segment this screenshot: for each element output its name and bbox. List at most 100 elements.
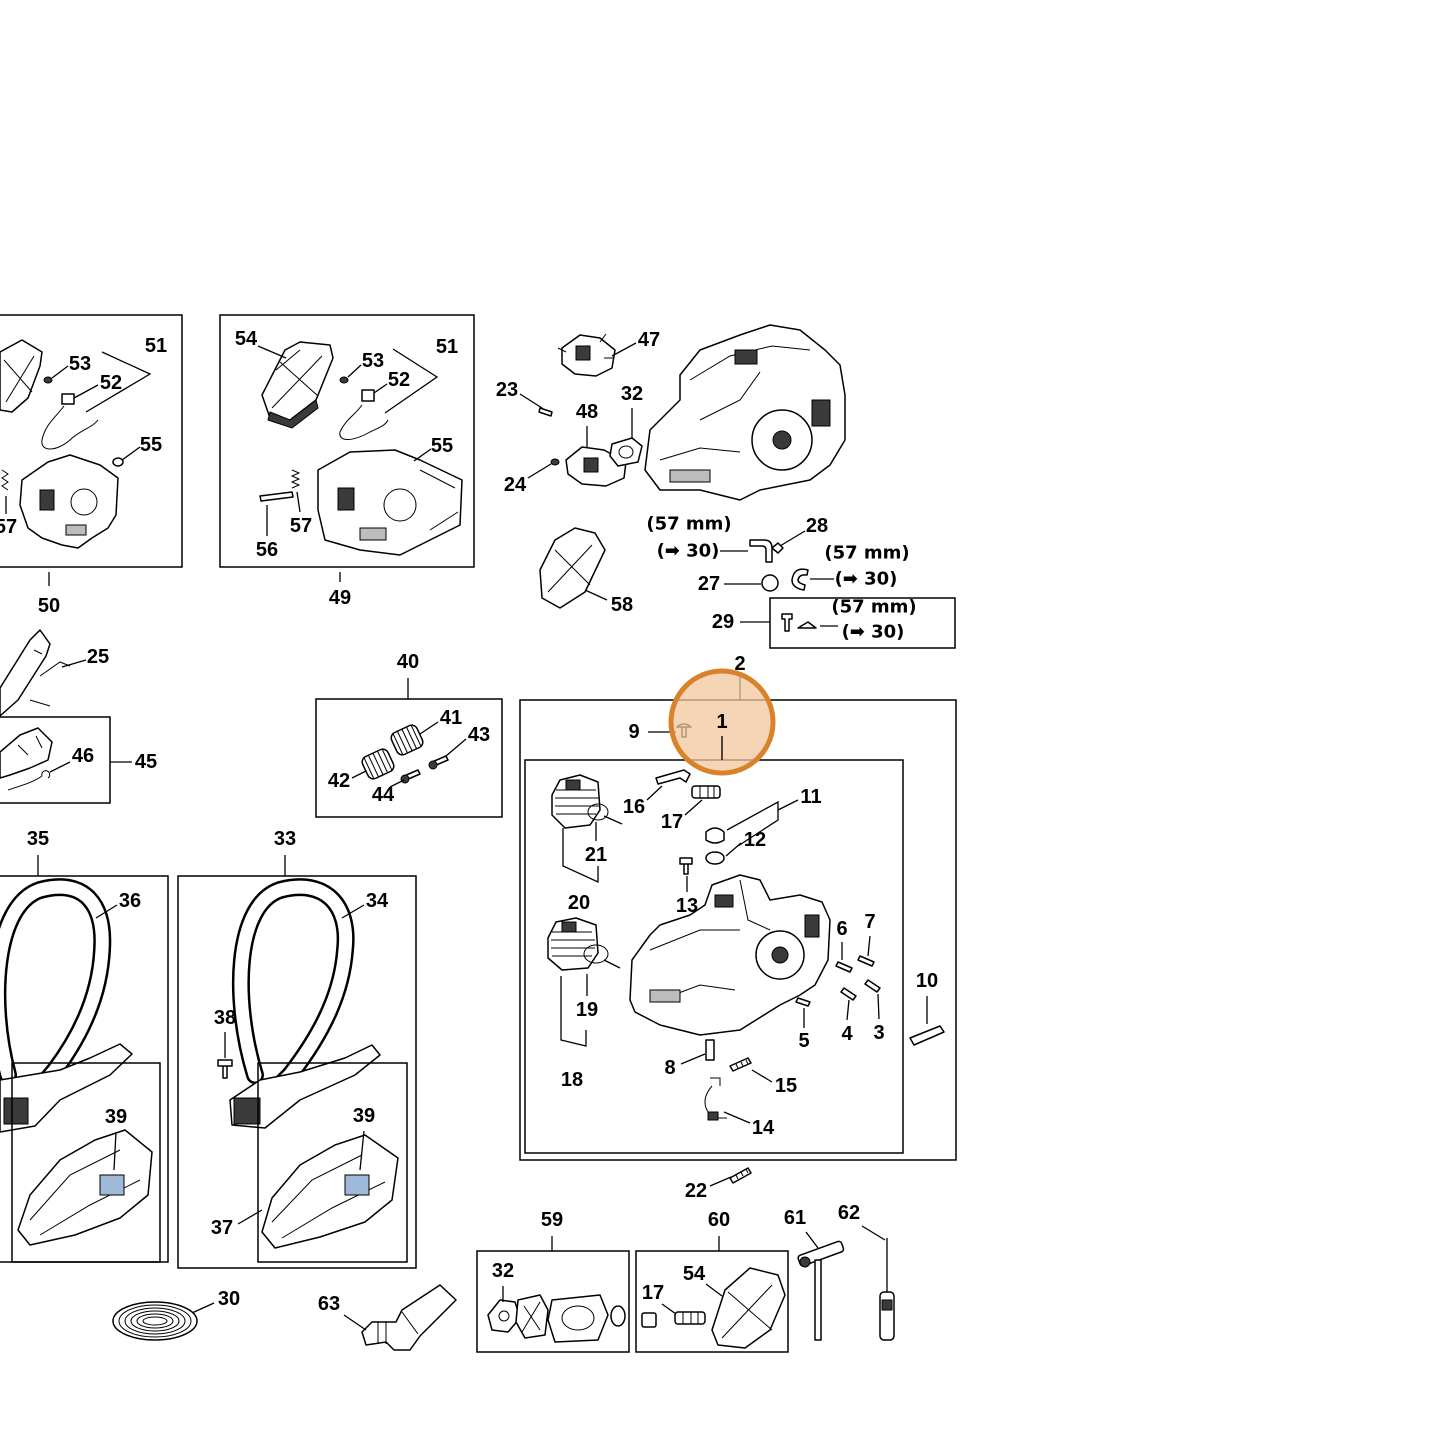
ring-part <box>610 1305 626 1327</box>
callout-14[interactable]: 14 <box>752 1117 775 1139</box>
box-label-33[interactable]: 33 <box>274 828 296 850</box>
box-label-35[interactable]: 35 <box>27 828 49 850</box>
callout-54[interactable]: 54 <box>683 1263 706 1285</box>
callout-38[interactable]: 38 <box>214 1007 236 1029</box>
box-label-59[interactable]: 59 <box>541 1209 563 1231</box>
housing-detail <box>39 489 55 511</box>
box-label-45[interactable]: 45 <box>135 751 157 773</box>
callout-16[interactable]: 16 <box>623 796 645 818</box>
carburetor-detail <box>583 457 599 473</box>
callout-12[interactable]: 12 <box>744 829 766 851</box>
handle-34-mount <box>233 1097 261 1125</box>
callout-13[interactable]: 13 <box>676 895 698 917</box>
pin-56-part <box>259 491 294 502</box>
callout-46[interactable]: 46 <box>72 745 94 767</box>
fitting-15-part <box>729 1057 752 1072</box>
cylinder-21-part <box>551 774 601 829</box>
box-label-49[interactable]: 49 <box>329 587 351 609</box>
callout-28[interactable]: 28 <box>806 515 828 537</box>
air-filter-cross <box>3 355 35 403</box>
leader-42 <box>351 770 367 779</box>
callout-9[interactable]: 9 <box>628 721 639 743</box>
callout-51[interactable]: 51 <box>436 336 458 358</box>
callout-17[interactable]: 17 <box>642 1282 664 1304</box>
callout-24[interactable]: 24 <box>504 474 527 496</box>
callout-6[interactable]: 6 <box>836 918 847 940</box>
callout-41[interactable]: 41 <box>440 707 462 729</box>
callout-36[interactable]: 36 <box>119 890 141 912</box>
callout-48[interactable]: 48 <box>576 401 598 423</box>
callout-32[interactable]: 32 <box>492 1260 514 1282</box>
callout-19[interactable]: 19 <box>576 999 598 1021</box>
assembly-box-49: 54 53 51 52 55 57 56 49 <box>219 314 475 609</box>
callout-8[interactable]: 8 <box>664 1057 675 1079</box>
callout-61[interactable]: 61 <box>784 1207 806 1229</box>
box-label-2[interactable]: 2 <box>734 653 745 675</box>
note-b-ref[interactable]: (➡ 30) <box>835 569 898 590</box>
callout-39[interactable]: 39 <box>105 1106 127 1128</box>
callout-30[interactable]: 30 <box>218 1288 240 1310</box>
callout-7[interactable]: 7 <box>864 911 875 933</box>
callout-25[interactable]: 25 <box>87 646 109 668</box>
callout-10[interactable]: 10 <box>916 970 938 992</box>
callout-58[interactable]: 58 <box>611 594 633 616</box>
spring-42-part <box>361 748 395 780</box>
callout-54[interactable]: 54 <box>235 328 258 350</box>
callout-39[interactable]: 39 <box>353 1105 375 1127</box>
callout-27[interactable]: 27 <box>698 573 720 595</box>
callout-57[interactable]: 57 <box>290 515 312 537</box>
callout-42[interactable]: 42 <box>328 770 350 792</box>
callout-44[interactable]: 44 <box>372 784 395 806</box>
callout-17[interactable]: 17 <box>661 811 683 833</box>
callout-47[interactable]: 47 <box>638 329 660 351</box>
callout-52[interactable]: 52 <box>388 369 410 391</box>
callout-62[interactable]: 62 <box>838 1202 860 1224</box>
o-ring-19-part <box>583 944 609 964</box>
callout-53[interactable]: 53 <box>69 353 91 375</box>
callout-23[interactable]: 23 <box>496 379 518 401</box>
callout-55[interactable]: 55 <box>140 434 162 456</box>
box-label-40[interactable]: 40 <box>397 651 419 673</box>
callout-5[interactable]: 5 <box>798 1030 809 1052</box>
coil-ring <box>118 1304 192 1338</box>
callout-51[interactable]: 51 <box>145 335 167 357</box>
callout-63[interactable]: 63 <box>318 1293 340 1315</box>
crankcase-detail <box>649 989 681 1003</box>
callout-18[interactable]: 18 <box>561 1069 583 1091</box>
callout-29[interactable]: 29 <box>712 611 734 633</box>
callout-20[interactable]: 20 <box>568 892 590 914</box>
housing-detail <box>337 487 355 511</box>
air-filter-cross <box>547 544 593 593</box>
callout-55[interactable]: 55 <box>431 435 453 457</box>
callout-43[interactable]: 43 <box>468 724 490 746</box>
ring-55-part <box>112 457 124 467</box>
callout-4[interactable]: 4 <box>841 1023 853 1045</box>
note-c-ref[interactable]: (➡ 30) <box>842 622 905 643</box>
callout-3[interactable]: 3 <box>873 1022 884 1044</box>
callout-32[interactable]: 32 <box>621 383 643 405</box>
callout-37[interactable]: 37 <box>211 1217 233 1239</box>
callout-56[interactable]: 56 <box>256 539 278 561</box>
engine-group: 47 23 48 32 24 58 28 27 29 (57 mm) (➡ 30… <box>496 324 956 649</box>
callout-21[interactable]: 21 <box>585 844 607 866</box>
note-a-ref[interactable]: (➡ 30) <box>657 541 720 562</box>
screw-6-part <box>835 961 853 973</box>
callout-52[interactable]: 52 <box>100 372 122 394</box>
callout-53[interactable]: 53 <box>362 350 384 372</box>
assembly-box-60: 60 54 17 <box>635 1209 789 1353</box>
spring-46-part <box>7 770 51 791</box>
handle-34-tube <box>234 880 353 1107</box>
callout-1-overlay[interactable]: 1 <box>716 711 727 733</box>
callout-57[interactable]: 57 <box>0 516 17 538</box>
spring-57-part <box>1 469 9 491</box>
plate-part <box>515 1294 549 1339</box>
box-label-60[interactable]: 60 <box>708 1209 730 1231</box>
callout-34[interactable]: 34 <box>366 890 389 912</box>
coil-ring <box>136 1313 174 1329</box>
callout-11[interactable]: 11 <box>800 786 821 808</box>
callout-15[interactable]: 15 <box>775 1075 797 1097</box>
box-label-50[interactable]: 50 <box>38 595 60 617</box>
callout-22[interactable]: 22 <box>685 1180 707 1202</box>
leader-51 <box>384 348 439 414</box>
